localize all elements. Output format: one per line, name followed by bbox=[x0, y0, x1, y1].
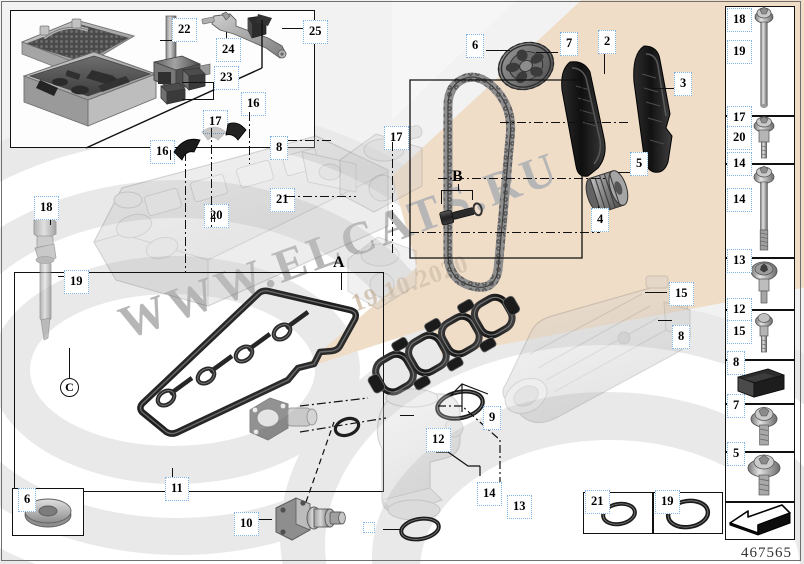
callout-10[interactable] bbox=[363, 522, 375, 533]
callout-22[interactable]: 22 bbox=[172, 18, 197, 42]
bottom-callout-21[interactable]: 21 bbox=[585, 490, 610, 514]
sidebar-callout-14a[interactable]: 14 bbox=[727, 152, 752, 176]
sidebar-callout-18[interactable]: 18 bbox=[727, 8, 752, 32]
callout-5a[interactable]: 5 bbox=[630, 152, 649, 176]
letter-C-marker: C bbox=[60, 378, 79, 397]
callout-11[interactable]: 10 bbox=[234, 512, 259, 536]
callout-24[interactable]: 24 bbox=[216, 38, 241, 62]
sidebar-callout-12[interactable]: 12 bbox=[727, 298, 752, 322]
sidebar-callout-5[interactable]: 5 bbox=[727, 442, 746, 466]
callout-20[interactable]: 20 bbox=[204, 204, 229, 228]
sidebar-callout-14b[interactable]: 14 bbox=[727, 188, 752, 212]
sidebar-callout-20[interactable]: 20 bbox=[727, 126, 752, 150]
callout-7[interactable]: 7 bbox=[560, 32, 579, 56]
sidebar-callout-8[interactable]: 8 bbox=[727, 351, 746, 375]
sidebar-cell-rubber-block[interactable] bbox=[725, 360, 795, 404]
letter-A: A bbox=[333, 254, 345, 271]
callout-25[interactable]: 25 bbox=[303, 20, 328, 44]
callout-15a[interactable]: 15 bbox=[669, 282, 694, 306]
bottom-callout-19[interactable]: 19 bbox=[655, 490, 680, 514]
callout-2[interactable]: 2 bbox=[598, 30, 617, 54]
callout-8b[interactable]: 8 bbox=[672, 325, 691, 349]
sidebar-callout-13[interactable]: 13 bbox=[727, 249, 752, 273]
callout-8a[interactable]: 8 bbox=[270, 136, 289, 160]
callout-21a[interactable]: 21 bbox=[270, 188, 295, 212]
callout-16a[interactable]: 16 bbox=[150, 140, 175, 164]
sidebar-callout-19[interactable]: 19 bbox=[727, 40, 752, 64]
sidebar-cell-arrow[interactable] bbox=[725, 502, 795, 540]
callout-23[interactable]: 23 bbox=[214, 66, 239, 90]
sidebar-callout-7[interactable]: 7 bbox=[727, 394, 746, 418]
callout-16b[interactable]: 16 bbox=[241, 92, 266, 116]
callout-17a[interactable]: 17 bbox=[203, 110, 228, 134]
callout-19a[interactable]: 19 bbox=[64, 270, 89, 294]
callout-6a[interactable]: 6 bbox=[466, 34, 485, 58]
callout-1[interactable]: 11 bbox=[165, 477, 189, 501]
callout-14a[interactable]: 14 bbox=[477, 482, 502, 506]
callout-9[interactable]: 9 bbox=[483, 406, 502, 430]
special-tools-kit-box bbox=[10, 10, 315, 148]
callout-13a[interactable]: 13 bbox=[507, 495, 532, 519]
callout-12[interactable]: 12 bbox=[426, 428, 451, 452]
part-number: 467565 bbox=[741, 545, 792, 561]
callout-6b[interactable]: 6 bbox=[18, 488, 37, 512]
callout-3[interactable]: 3 bbox=[674, 72, 693, 96]
callout-17b[interactable]: 17 bbox=[384, 126, 409, 150]
sidebar-cell-torx-screw[interactable] bbox=[725, 258, 795, 310]
sidebar-callout-15[interactable]: 15 bbox=[727, 320, 752, 344]
callout-18[interactable]: 18 bbox=[34, 196, 59, 220]
callout-4[interactable]: 4 bbox=[591, 208, 610, 232]
